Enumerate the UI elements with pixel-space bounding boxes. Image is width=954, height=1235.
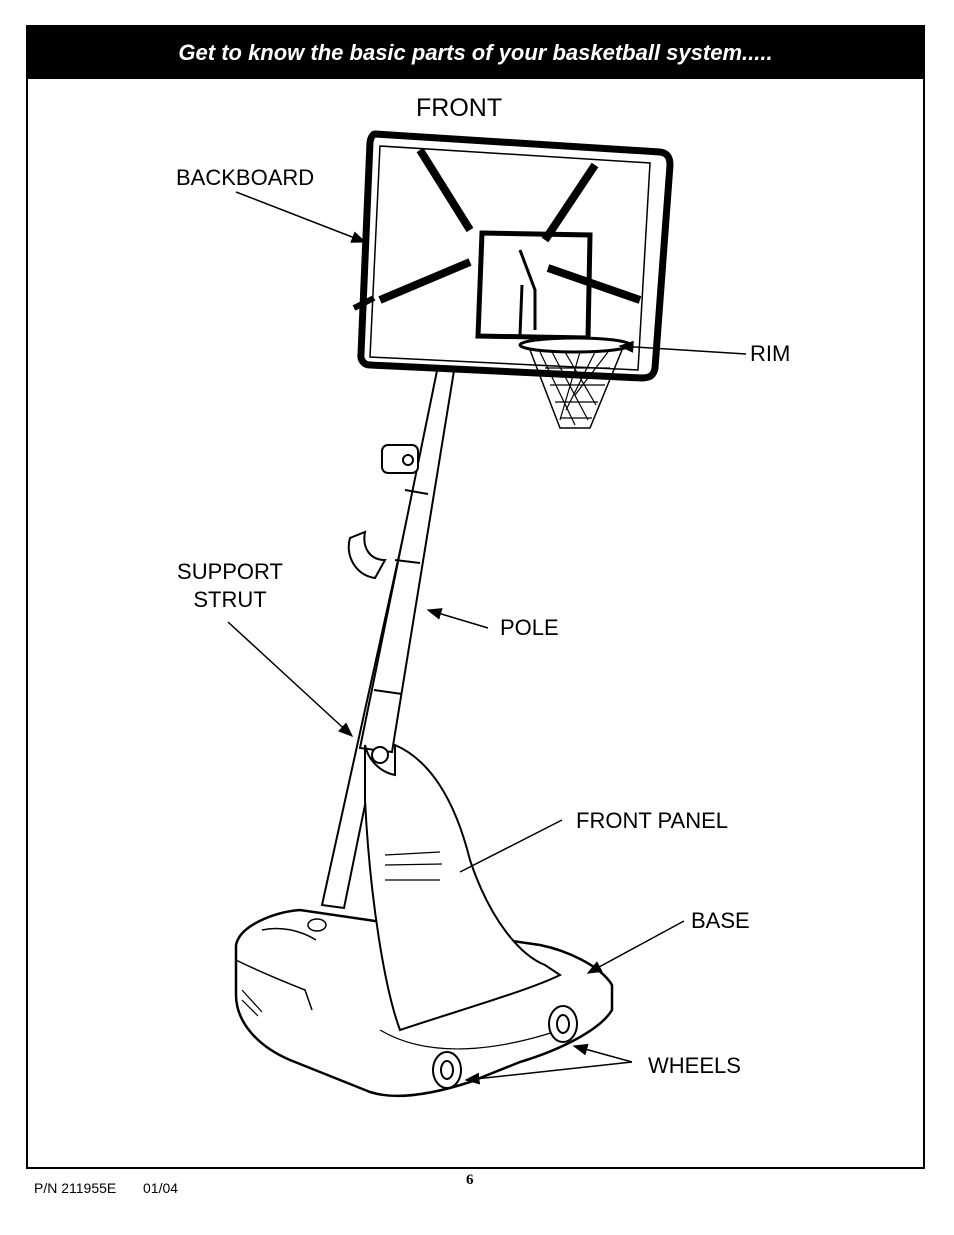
front-panel-leader	[459, 819, 563, 873]
backboard	[352, 130, 674, 382]
revision-date: 01/04	[143, 1180, 179, 1196]
header-title: Get to know the basic parts of your bask…	[178, 40, 773, 65]
wheels	[432, 1005, 578, 1089]
backboard-label: BACKBOARD	[176, 165, 315, 190]
part-number: P/N 211955E	[34, 1180, 117, 1196]
rim-leader	[618, 340, 747, 355]
rim-label: RIM	[750, 341, 791, 366]
front-label: FRONT	[416, 94, 503, 122]
wheels-label: WHEELS	[648, 1053, 741, 1078]
pole-leader	[426, 608, 489, 629]
front-panel	[364, 743, 562, 1032]
base-leader	[586, 920, 685, 974]
leader-lines	[227, 191, 747, 1085]
wheels-leader-2	[464, 1061, 633, 1085]
page-number: 6	[466, 1172, 474, 1188]
backboard-leader	[235, 191, 367, 243]
base-label: BASE	[691, 908, 750, 933]
support-strut-label-line2: STRUT	[193, 587, 267, 612]
support-strut-label-line1: SUPPORT	[177, 559, 283, 584]
wheels-leader-1	[572, 1043, 633, 1063]
rim-and-net	[518, 336, 632, 429]
support-strut-label: SUPPORT STRUT	[170, 560, 290, 612]
height-adjuster	[347, 444, 419, 580]
front-panel-label: FRONT PANEL	[576, 808, 728, 833]
header-bar: Get to know the basic parts of your bask…	[28, 27, 923, 79]
support-strut-leader	[227, 621, 354, 738]
pole-label: POLE	[500, 615, 559, 640]
page-frame: Get to know the basic parts of your bask…	[26, 25, 925, 1169]
